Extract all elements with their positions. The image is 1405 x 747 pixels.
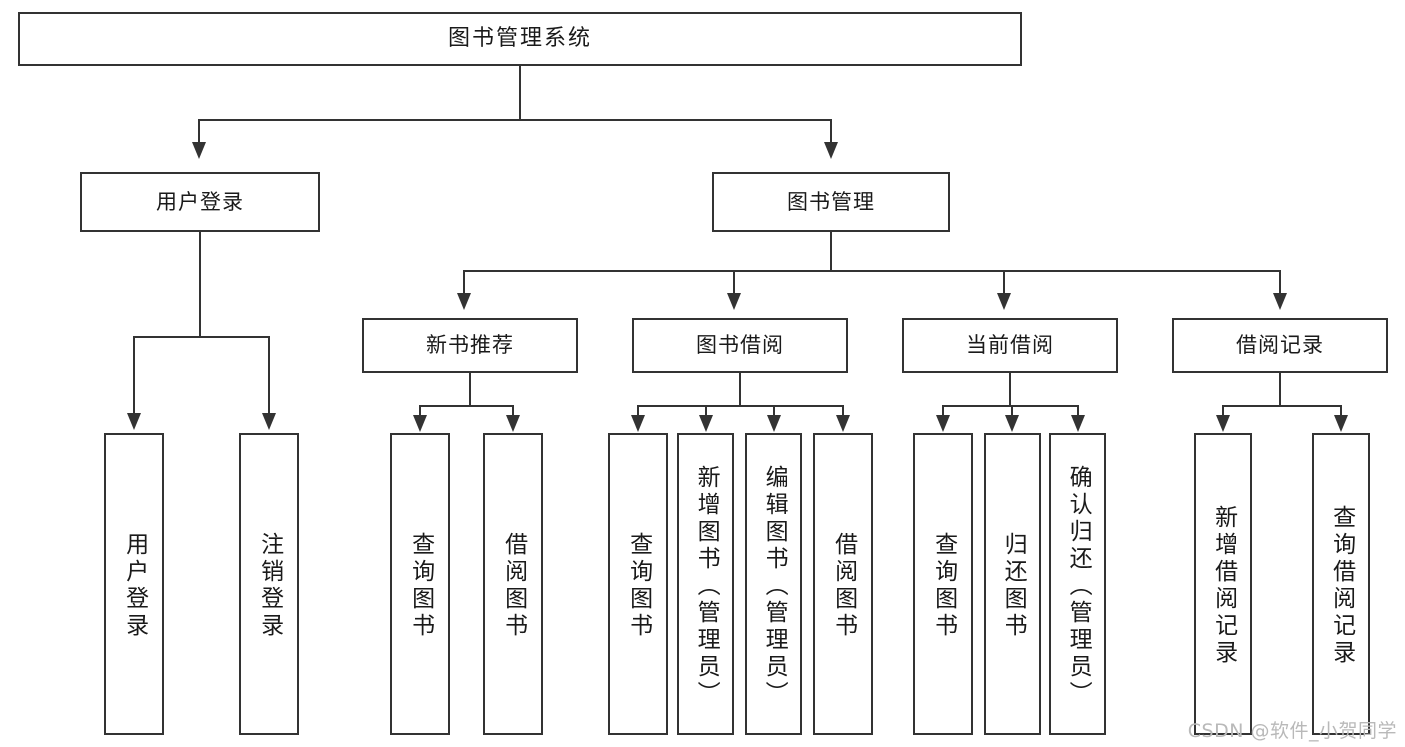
node-label: 确认归还（管理员）	[1065, 464, 1092, 708]
arrowhead-book-borrow-leaf-3	[767, 415, 781, 432]
connector-borrow-record-leaf-2	[1340, 405, 1342, 417]
connector-current-borrow-leaf-1	[942, 405, 944, 417]
connector-user-login-to-leaf-1	[133, 336, 135, 415]
arrowhead-book-borrow-leaf-2	[699, 415, 713, 432]
connector-user-login-bar	[133, 336, 268, 338]
leaf-new-book-borrow-book[interactable]: 借阅图书	[483, 433, 543, 735]
arrowhead-borrow-record-leaf-1	[1216, 415, 1230, 432]
connector-book-borrow-stem	[739, 373, 741, 405]
leaf-book-borrow-query-book[interactable]: 查询图书	[608, 433, 668, 735]
connector-root-stem	[519, 66, 521, 119]
arrowhead-user-login-leaf-2	[262, 413, 276, 430]
node-label: 新增图书（管理员）	[693, 464, 720, 708]
arrowhead-bm-to-book-borrow	[727, 293, 741, 310]
arrowhead-root-to-user-login	[192, 142, 206, 159]
arrowhead-book-borrow-leaf-1	[631, 415, 645, 432]
node-label: 用户登录	[156, 189, 244, 214]
node-book-borrow[interactable]: 图书借阅	[632, 318, 848, 373]
arrowhead-borrow-record-leaf-2	[1334, 415, 1348, 432]
arrowhead-bm-to-current-borrow	[997, 293, 1011, 310]
node-label: 查询图书	[407, 532, 434, 640]
connector-root-bar	[198, 119, 832, 121]
node-label: 借阅图书	[500, 532, 527, 640]
connector-borrow-record-stem	[1279, 373, 1281, 405]
node-root-book-management-system[interactable]: 图书管理系统	[18, 12, 1022, 66]
leaf-borrow-record-query-record[interactable]: 查询借阅记录	[1312, 433, 1370, 735]
connector-book-borrow-leaf-2	[705, 405, 707, 417]
connector-book-borrow-leaf-1	[637, 405, 639, 417]
leaf-book-borrow-edit-book[interactable]: 编辑图书（管理员）	[745, 433, 802, 735]
connector-user-login-stem	[199, 232, 201, 336]
node-label: 图书管理系统	[447, 26, 592, 52]
arrowhead-new-book-leaf-1	[413, 415, 427, 432]
arrowhead-new-book-leaf-2	[506, 415, 520, 432]
watermark-text: CSDN @软件_小贺同学	[1187, 720, 1397, 742]
connector-book-management-stem	[830, 232, 832, 270]
connector-bm-to-borrow-record	[1279, 270, 1281, 295]
arrowhead-bm-to-new-book	[457, 293, 471, 310]
connector-new-book-leaf-2	[512, 405, 514, 417]
arrowhead-current-borrow-leaf-3	[1071, 415, 1085, 432]
leaf-book-borrow-add-book[interactable]: 新增图书（管理员）	[677, 433, 734, 735]
leaf-current-borrow-return-book[interactable]: 归还图书	[984, 433, 1041, 735]
leaf-user-login-login[interactable]: 用户登录	[104, 433, 164, 735]
connector-current-borrow-stem	[1009, 373, 1011, 405]
leaf-new-book-query-book[interactable]: 查询图书	[390, 433, 450, 735]
connector-current-borrow-leaf-3	[1077, 405, 1079, 417]
node-label: 查询借阅记录	[1328, 505, 1355, 667]
node-current-borrow[interactable]: 当前借阅	[902, 318, 1118, 373]
node-label: 借阅记录	[1236, 333, 1324, 358]
connector-bm-to-current-borrow	[1003, 270, 1005, 295]
node-label: 借阅图书	[830, 532, 857, 640]
node-label: 当前借阅	[966, 333, 1054, 358]
connector-borrow-record-bar	[1222, 405, 1342, 407]
arrowhead-user-login-leaf-1	[127, 413, 141, 430]
connector-borrow-record-leaf-1	[1222, 405, 1224, 417]
node-label: 归还图书	[1000, 532, 1027, 640]
node-label: 新增借阅记录	[1210, 505, 1237, 667]
node-borrow-record[interactable]: 借阅记录	[1172, 318, 1388, 373]
node-label: 新书推荐	[426, 333, 514, 358]
node-label: 图书管理	[787, 189, 875, 214]
connector-bm-to-book-borrow	[733, 270, 735, 295]
leaf-user-login-logout[interactable]: 注销登录	[239, 433, 299, 735]
leaf-current-borrow-query-book[interactable]: 查询图书	[913, 433, 973, 735]
node-label: 注销登录	[256, 532, 283, 640]
node-label: 用户登录	[121, 532, 148, 640]
node-label: 图书借阅	[696, 333, 784, 358]
arrowhead-bm-to-borrow-record	[1273, 293, 1287, 310]
node-label: 编辑图书（管理员）	[761, 464, 788, 708]
connector-current-borrow-bar	[942, 405, 1078, 407]
connector-book-management-bar	[463, 270, 1281, 272]
node-user-login[interactable]: 用户登录	[80, 172, 320, 232]
connector-bm-to-new-book	[463, 270, 465, 295]
connector-book-borrow-leaf-3	[773, 405, 775, 417]
arrowhead-current-borrow-leaf-2	[1005, 415, 1019, 432]
connector-root-to-user-login	[198, 119, 200, 144]
arrowhead-root-to-book-management	[824, 142, 838, 159]
connector-user-login-to-leaf-2	[268, 336, 270, 415]
arrowhead-book-borrow-leaf-4	[836, 415, 850, 432]
leaf-borrow-record-add-record[interactable]: 新增借阅记录	[1194, 433, 1252, 735]
connector-new-book-leaf-1	[419, 405, 421, 417]
connector-current-borrow-leaf-2	[1011, 405, 1013, 417]
node-label: 查询图书	[930, 532, 957, 640]
connector-book-borrow-leaf-4	[842, 405, 844, 417]
leaf-current-borrow-confirm-return[interactable]: 确认归还（管理员）	[1049, 433, 1106, 735]
connector-root-to-book-management	[830, 119, 832, 144]
node-label: 查询图书	[625, 532, 652, 640]
connector-book-borrow-bar	[637, 405, 844, 407]
connector-new-book-stem	[469, 373, 471, 405]
leaf-book-borrow-borrow-book[interactable]: 借阅图书	[813, 433, 873, 735]
arrowhead-current-borrow-leaf-1	[936, 415, 950, 432]
node-new-book-recommend[interactable]: 新书推荐	[362, 318, 578, 373]
node-book-management[interactable]: 图书管理	[712, 172, 950, 232]
connector-new-book-bar	[419, 405, 514, 407]
